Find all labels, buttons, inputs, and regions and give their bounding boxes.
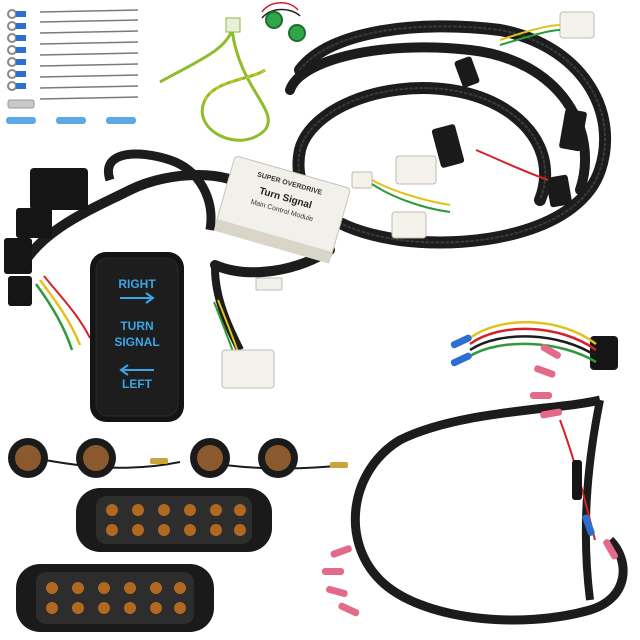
ground-wire xyxy=(159,17,270,142)
switch-signal-label: SIGNAL xyxy=(114,335,159,349)
module-lead-wires xyxy=(211,267,283,389)
left-arrow-icon xyxy=(119,364,154,376)
switch-left-label: LEFT xyxy=(122,377,153,391)
switch-right-label: RIGHT xyxy=(118,277,156,291)
crimp-terminals xyxy=(322,334,618,617)
harness-connectors xyxy=(351,11,595,239)
indicator-buttons xyxy=(261,2,306,42)
ring-terminals xyxy=(7,9,26,91)
led-light-bar-lower xyxy=(16,564,214,632)
terminal-accessory-set xyxy=(6,9,139,124)
relay-harness xyxy=(4,149,254,351)
rocker-switch: RIGHT TURN SIGNAL LEFT xyxy=(90,252,184,422)
switch-turn-label: TURN xyxy=(120,319,153,333)
right-arrow-icon xyxy=(120,292,155,304)
control-module: SUPER OVERDRIVE Turn Signal Main Control… xyxy=(213,156,351,264)
zip-ties xyxy=(39,9,139,100)
led-light-bar-upper xyxy=(76,488,272,552)
butt-connectors xyxy=(6,99,136,124)
secondary-harness xyxy=(350,321,628,625)
round-marker-lights xyxy=(8,438,348,478)
